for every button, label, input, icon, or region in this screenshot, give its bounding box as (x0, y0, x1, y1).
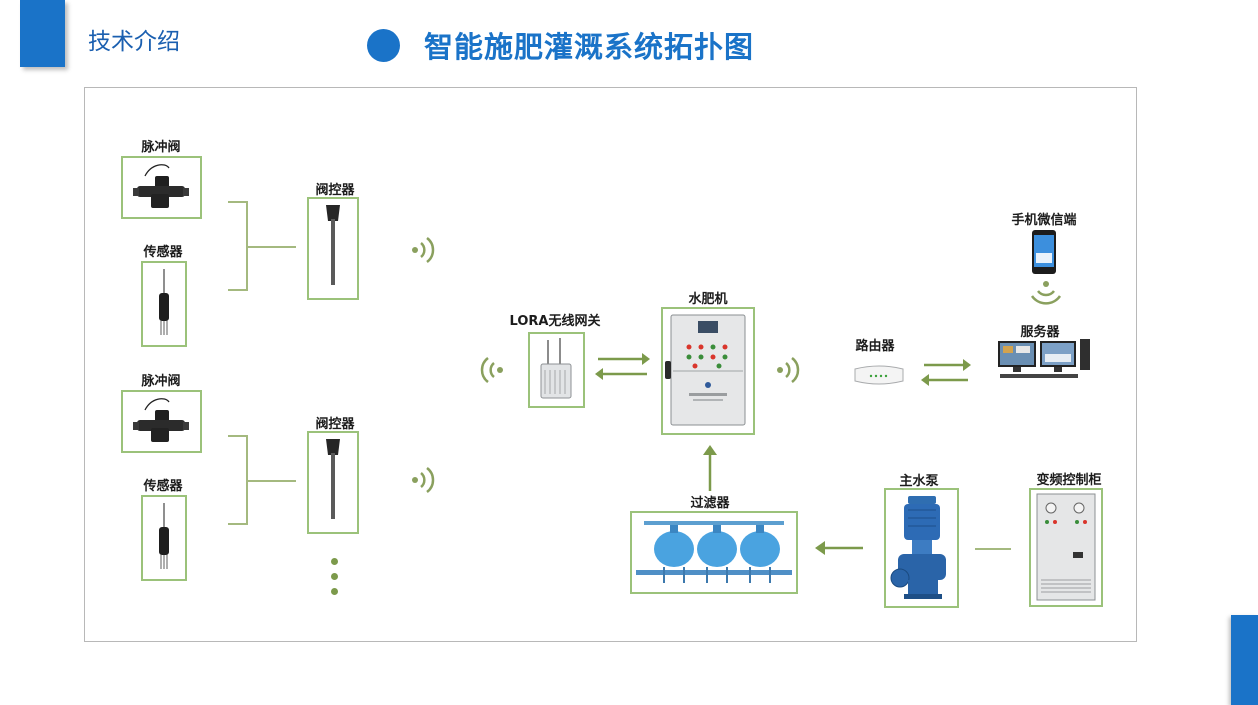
label-mobile-wechat: 手机微信端 (1011, 213, 1077, 228)
connector-line (228, 289, 248, 291)
pulse-valve-icon (133, 164, 189, 208)
connector-line (246, 480, 296, 482)
label-fertilizer-machine: 水肥机 (688, 292, 728, 307)
sensor-icon (159, 269, 169, 335)
lora-gateway-box (528, 332, 585, 408)
arrow-left (815, 541, 863, 555)
wireless-signal-icon (412, 237, 435, 263)
label-lora-gateway: LORA无线网关 (509, 314, 601, 329)
section-label: 技术介绍 (88, 29, 180, 55)
valve-controller-icon (326, 205, 340, 285)
label-main-pump: 主水泵 (899, 474, 939, 489)
control-cabinet-icon (1036, 493, 1096, 601)
smartphone-icon (1032, 230, 1056, 274)
ellipsis-dot (331, 573, 338, 580)
label-server: 服务器 (1020, 325, 1060, 340)
corner-accent-bottom-right (1231, 615, 1258, 705)
bidirectional-arrows (595, 353, 650, 380)
sensor-icon (159, 503, 169, 569)
bidirectional-arrows (921, 359, 971, 386)
connector-line (228, 523, 248, 525)
fertilizer-machine-box (661, 307, 755, 435)
fertilizer-machine-icon (665, 314, 746, 426)
ellipsis-dot (331, 588, 338, 595)
gateway-icon (540, 338, 572, 399)
label-router: 路由器 (855, 339, 895, 354)
connector-line (246, 246, 296, 248)
valve-controller-icon (326, 439, 340, 519)
water-pump-icon (890, 496, 946, 599)
connector-line (228, 201, 248, 203)
corner-accent-top-fill (20, 0, 65, 67)
label-filter: 过滤器 (690, 496, 730, 511)
wireless-signal-down-icon (1030, 281, 1062, 305)
topology-diagram: 脉冲阀 传感器 阀控器 脉冲 (84, 87, 1137, 642)
page-title: 智能施肥灌溉系统拓扑图 (424, 30, 755, 64)
arrow-up (703, 445, 717, 491)
router-icon (854, 365, 904, 385)
ellipsis-dot (331, 558, 338, 565)
wireless-signal-icon (412, 467, 435, 493)
filter-box (630, 511, 798, 594)
valve-controller-1-box (307, 197, 359, 300)
pulse-valve-2-box (121, 390, 202, 453)
sensor-2-box (141, 495, 187, 581)
main-pump-box (884, 488, 959, 608)
label-valve-controller-2: 阀控器 (315, 417, 355, 432)
wireless-signal-left-icon (480, 357, 503, 383)
title-bullet-icon (367, 29, 400, 62)
connector-line (975, 548, 1011, 550)
valve-controller-2-box (307, 431, 359, 534)
label-valve-controller-1: 阀控器 (315, 183, 355, 198)
sand-filter-icon (636, 521, 792, 583)
label-sensor-2: 传感器 (143, 479, 183, 494)
pulse-valve-icon (133, 398, 189, 442)
connector-line (228, 435, 248, 437)
wireless-signal-icon (777, 357, 800, 383)
label-vfd-cabinet: 变频控制柜 (1036, 473, 1102, 488)
label-sensor-1: 传感器 (143, 245, 183, 260)
server-workstation-icon (998, 339, 1090, 378)
pulse-valve-1-box (121, 156, 202, 219)
label-pulse-valve-2: 脉冲阀 (141, 374, 181, 389)
label-pulse-valve-1: 脉冲阀 (141, 140, 181, 155)
vfd-cabinet-box (1029, 488, 1103, 607)
sensor-1-box (141, 261, 187, 347)
